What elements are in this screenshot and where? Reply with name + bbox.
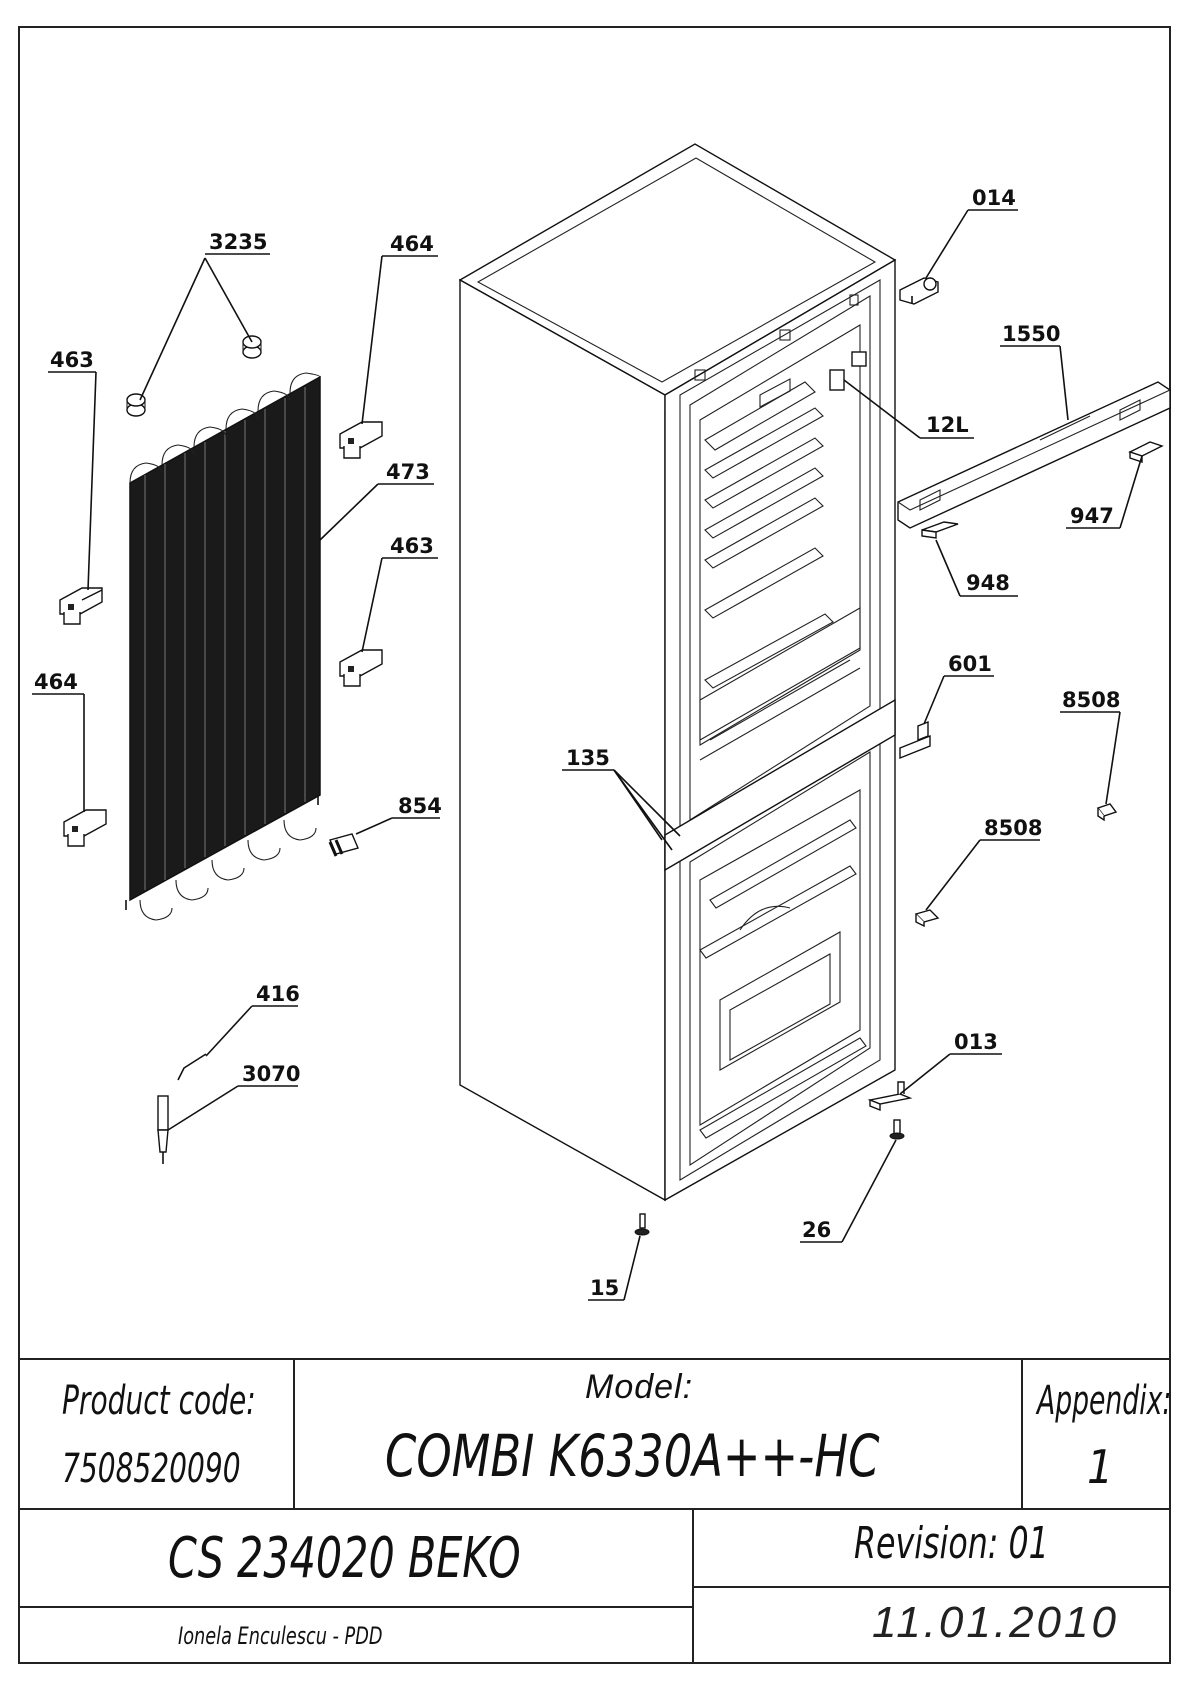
foot-26 (889, 1119, 905, 1140)
date-cell: 11.01.2010 (692, 1586, 1171, 1664)
callout-463-left: 463 (50, 348, 94, 372)
part-948 (921, 521, 959, 539)
company-divider (18, 1606, 694, 1608)
product-code-label: Product code: (62, 1378, 256, 1424)
pipe-416 (177, 1053, 207, 1081)
valve-3070 (157, 1095, 169, 1164)
part-8508-b (914, 909, 940, 928)
product-code-value: 7508520090 (62, 1446, 241, 1492)
callout-601: 601 (948, 652, 992, 676)
part-947 (1128, 441, 1164, 463)
exploded-parts-diagram: 3235 464 463 473 463 464 854 416 3070 01… (32, 143, 1171, 1301)
hinge-013 (867, 1081, 913, 1112)
callout-947: 947 (1070, 504, 1114, 528)
callout-464-upper: 464 (390, 232, 434, 256)
bracket-464-upper-right (339, 421, 383, 459)
callout-12L: 12L (926, 413, 969, 437)
callout-135: 135 (566, 746, 610, 770)
appendix-cell: Appendix: 1 (1021, 1358, 1171, 1510)
refrigerator-cabinet (458, 143, 897, 1202)
bracket-464-lower-left (63, 809, 107, 847)
callout-854: 854 (398, 794, 442, 818)
callout-3070: 3070 (242, 1062, 300, 1086)
grommet-3235-b (242, 335, 262, 359)
callout-8508-a: 8508 (1062, 688, 1120, 712)
callout-948: 948 (966, 571, 1010, 595)
condenser-473 (125, 372, 321, 921)
part-8508-a (1096, 803, 1118, 822)
callout-8508-b: 8508 (984, 816, 1042, 840)
bracket-463-right (339, 649, 383, 687)
callout-416: 416 (256, 982, 300, 1006)
callout-15: 15 (590, 1276, 619, 1300)
author-name: Ionela Enculescu - PDD (178, 1622, 383, 1650)
revision-text: Revision: 01 (854, 1518, 1049, 1569)
model-cell: Model: COMBI K6330A++-HC (293, 1358, 1023, 1510)
revision-cell: Revision: 01 (692, 1508, 1171, 1588)
date-text: 11.01.2010 (872, 1598, 1119, 1647)
callout-26: 26 (802, 1218, 831, 1242)
tube-854 (328, 833, 359, 857)
foot-15 (634, 1213, 650, 1236)
grommet-3235-a (126, 393, 146, 417)
lamp-12L (829, 351, 867, 391)
hinge-014 (899, 277, 939, 305)
callout-014: 014 (972, 186, 1016, 210)
company-name: CS 234020 BEKO (168, 1526, 521, 1591)
appendix-label: Appendix: (1037, 1378, 1172, 1424)
callout-3235: 3235 (209, 230, 267, 254)
hinge-601 (899, 720, 931, 760)
bracket-463-upper-left (59, 587, 103, 625)
product-code-cell: Product code: 7508520090 (18, 1358, 295, 1510)
callout-464-lower: 464 (34, 670, 78, 694)
callout-463-right: 463 (390, 534, 434, 558)
drawing-sheet-border (18, 26, 1171, 1664)
callout-013: 013 (954, 1030, 998, 1054)
cover-1550 (897, 381, 1171, 529)
model-value: COMBI K6330A++-HC (385, 1422, 880, 1490)
model-label: Model: (585, 1368, 694, 1406)
leader-lines (32, 209, 1143, 1301)
appendix-value: 1 (1087, 1440, 1114, 1494)
title-block: Product code: 7508520090 Model: COMBI K6… (18, 1358, 1171, 1664)
callout-473: 473 (386, 460, 430, 484)
company-cell: CS 234020 BEKO Ionela Enculescu - PDD (18, 1508, 694, 1664)
callout-1550: 1550 (1002, 322, 1060, 346)
